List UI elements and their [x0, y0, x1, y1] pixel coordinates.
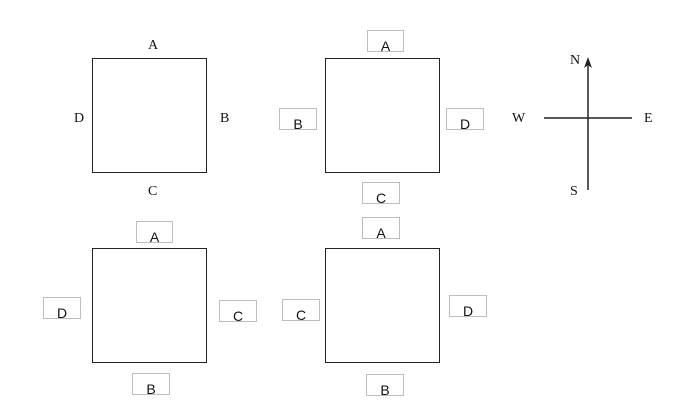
square2-label-right: D	[446, 108, 484, 130]
square-top-left	[92, 58, 207, 173]
square2-label-bottom: C	[362, 182, 400, 204]
compass-north-arrow-icon	[584, 57, 592, 68]
square1-label-top: A	[148, 38, 159, 53]
square2-label-left: B	[279, 108, 317, 130]
square3-label-bottom: B	[132, 373, 170, 395]
square1-label-left: D	[74, 111, 85, 126]
square1-label-bottom: C	[148, 184, 158, 199]
compass-south-label: S	[570, 184, 578, 199]
compass-north-label: N	[570, 53, 581, 68]
square-bottom-middle	[325, 248, 440, 363]
square4-label-bottom: B	[366, 374, 404, 396]
square4-label-left: C	[282, 299, 320, 321]
square-top-middle	[325, 58, 440, 173]
square4-label-right: D	[449, 295, 487, 317]
compass-west-label: W	[512, 111, 526, 126]
square3-label-left: D	[43, 297, 81, 319]
square-bottom-left	[92, 248, 207, 363]
square3-label-top: A	[136, 221, 173, 243]
compass-east-label: E	[644, 111, 653, 126]
square1-label-right: B	[220, 111, 230, 126]
square4-label-top: A	[362, 217, 400, 239]
square2-label-top: A	[367, 30, 404, 52]
square3-label-right: C	[219, 300, 257, 322]
